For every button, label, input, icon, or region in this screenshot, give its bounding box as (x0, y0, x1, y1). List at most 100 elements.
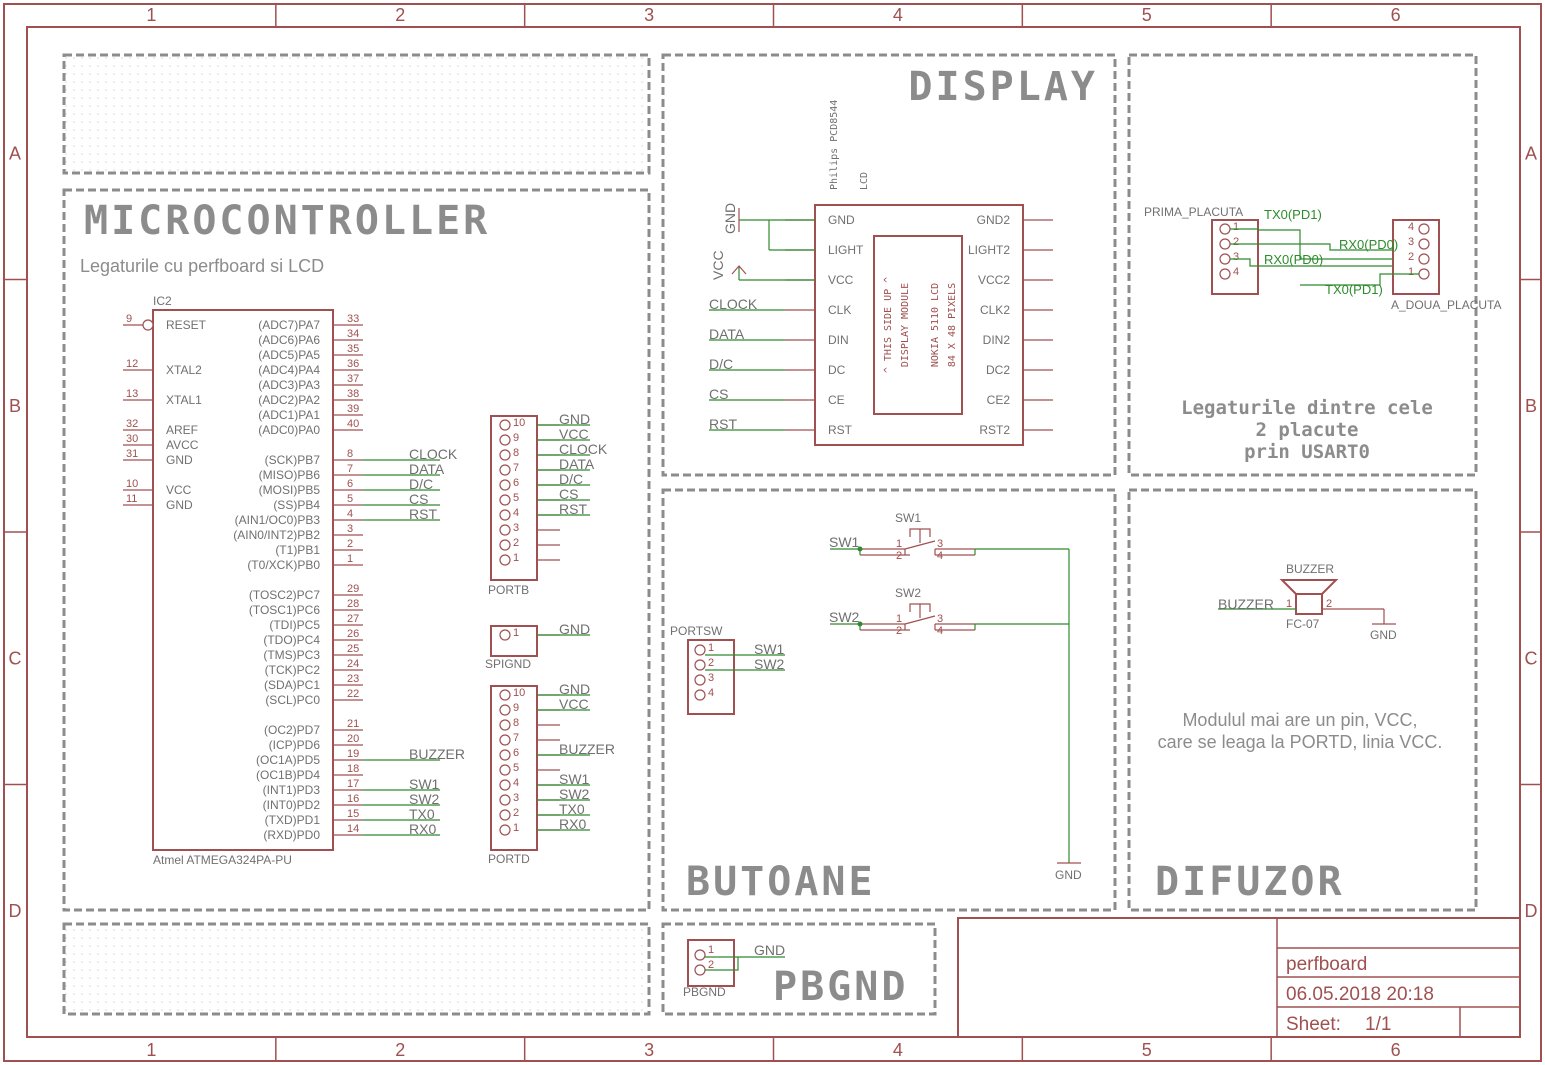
mcu-pin-number: 38 (347, 388, 359, 400)
switch-net: SW2 (829, 609, 860, 625)
mcu-pin-number: 24 (347, 658, 359, 670)
section-boxes (62, 53, 1478, 1016)
portb-pin-number: 8 (513, 447, 519, 459)
lcd-right-pin: DC2 (986, 363, 1010, 377)
title-block: perfboard 06.05.2018 20:18 Sheet: 1/1 (957, 917, 1521, 1038)
portd-pin-number: 5 (513, 762, 519, 774)
portd-pin-number: 9 (513, 702, 519, 714)
mcu-pin-label: (OC1A)PD5 (256, 753, 320, 767)
switch-pin: 3 (937, 538, 943, 550)
mcu-pin-label: (TMS)PC3 (263, 648, 320, 662)
mcu-pin-number: 3 (347, 523, 353, 535)
mcu-pin-number: 12 (126, 358, 138, 370)
portd-net-label: SW2 (559, 786, 590, 802)
portd-net-label: SW1 (559, 771, 590, 787)
mcu-pin-label: XTAL1 (166, 393, 202, 407)
portb-net-label: D/C (559, 471, 583, 487)
microcontroller-box (62, 188, 651, 912)
mcu-pin-number: 16 (347, 793, 359, 805)
portsw-pin: 2 (708, 657, 714, 669)
spignd-net-label: GND (559, 621, 590, 637)
mcu-pin-number: 4 (347, 508, 353, 520)
lcd-inner-line3: NOKIA 5110 LCD (930, 283, 941, 367)
buzzer-pin-2: 2 (1326, 598, 1332, 610)
portb-pin-number: 4 (513, 507, 519, 519)
section-title-display: DISPLAY (908, 64, 1098, 110)
grid-col-bottom: 6 (1391, 1040, 1401, 1060)
mcu-pin-label: (T1)PB1 (275, 543, 320, 557)
mcu-pin-number: 37 (347, 373, 359, 385)
lcd-right-pin: LIGHT2 (968, 243, 1010, 257)
mcu-pin-label: (MISO)PB6 (259, 468, 321, 482)
lcd-left-pin: CLK (828, 303, 851, 317)
mcu-pin-label: AVCC (166, 438, 199, 452)
mcu-pin-number: 33 (347, 313, 359, 325)
mcu-pin-number: 21 (347, 718, 359, 730)
mcu-net-label: CLOCK (409, 446, 458, 462)
grid-row-right: B (1525, 396, 1537, 416)
lcd-right-pin: CE2 (987, 393, 1011, 407)
lcd-type: LCD (859, 172, 870, 190)
usart-left-pin: 2 (1233, 236, 1239, 248)
switch-pin: 4 (937, 625, 943, 637)
mcu-pin-number: 6 (347, 478, 353, 490)
lcd-left-pin: GND (828, 213, 855, 227)
titleblock-sheet-value: 1/1 (1365, 1014, 1391, 1035)
mcu-pin-number: 7 (347, 463, 353, 475)
pbgnd-net: GND (754, 942, 785, 958)
switch-net: SW1 (829, 534, 860, 550)
portd-net-label: TX0 (559, 801, 585, 817)
mcu-pin-number: 22 (347, 688, 359, 700)
mcu-pin-number: 36 (347, 358, 359, 370)
portb-net-label: CS (559, 486, 578, 502)
mcu-pin-number: 23 (347, 673, 359, 685)
lcd-right-pin: RST2 (979, 423, 1010, 437)
grid-col-top: 1 (146, 5, 156, 25)
usart-net-label: RX0(PD0) (1264, 252, 1323, 267)
lcd-vendor: Philips PCD8544 (829, 100, 840, 190)
switch-pin: 2 (896, 625, 902, 637)
lcd-left-pin: DC (828, 363, 846, 377)
buzzer-pin-1: 1 (1286, 598, 1292, 610)
portd-net-label: GND (559, 681, 590, 697)
portd-pin-number: 1 (513, 822, 519, 834)
switch-name: SW2 (895, 586, 921, 600)
lcd-right-pin: CLK2 (980, 303, 1010, 317)
buzzer-note-line1: Modulul mai are un pin, VCC, (1182, 710, 1417, 730)
usart-box (1127, 53, 1478, 477)
lcd-left-pin: DIN (828, 333, 849, 347)
mcu-net-label: TX0 (409, 806, 435, 822)
mcu-pin-number: 8 (347, 448, 353, 460)
grid-row-right: C (1525, 648, 1538, 668)
mcu-pin-label: (TOSC1)PC6 (249, 603, 320, 617)
usart-net-label: TX0(PD1) (1264, 207, 1322, 222)
mcu-pin-number: 13 (126, 388, 138, 400)
mcu-pin-number: 28 (347, 598, 359, 610)
usart-left-name: PRIMA_PLACUTA (1144, 205, 1243, 219)
portb-pin-number: 2 (513, 537, 519, 549)
portd-pin-number: 10 (513, 687, 525, 699)
mcu-pin-label: (ADC5)PA5 (258, 348, 320, 362)
portb-net-label: GND (559, 411, 590, 427)
lcd-inner-line4: 84 X 48 PIXELS (947, 283, 958, 367)
mcu-pin-label: (TOSC2)PC7 (249, 588, 320, 602)
switch-name: SW1 (895, 511, 921, 525)
pbgnd-pin: 1 (708, 944, 714, 956)
mcu-pin-label: (ADC6)PA6 (258, 333, 320, 347)
mcu-pin-number: 5 (347, 493, 353, 505)
portb-pin-number: 10 (513, 417, 525, 429)
mcu-pin-label: (OC1B)PD4 (256, 768, 320, 782)
mcu-pin-label: (AIN1/OC0)PB3 (235, 513, 321, 527)
portd-pin-number: 7 (513, 732, 519, 744)
usart-net-label: TX0(PD1) (1325, 282, 1383, 297)
lcd-net-label: RST (709, 416, 737, 432)
portd-net-label: VCC (559, 696, 589, 712)
mcu-pin-number: 29 (347, 583, 359, 595)
portd-pin-number: 2 (513, 807, 519, 819)
